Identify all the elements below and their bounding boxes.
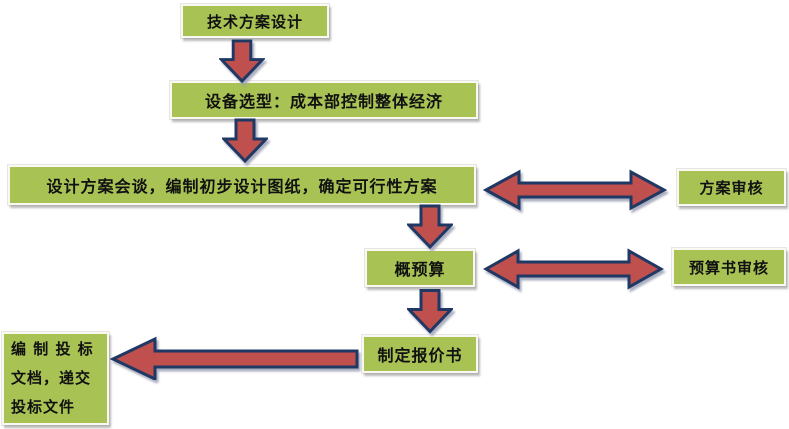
down-arrow-equipment-to-design-icon — [222, 118, 268, 164]
node-equipment-selection: 设备选型：成本部控制整体经济 — [170, 81, 478, 119]
node-quotation: 制定报价书 — [362, 335, 478, 373]
node-budget-review: 预算书审核 — [672, 248, 786, 286]
down-arrow-budget-to-quotation-icon — [407, 288, 453, 335]
node-design-meeting: 设计方案会谈，编制初步设计图纸，确定可行性方案 — [8, 165, 476, 205]
bid-doc-line-3: 投标文件 — [11, 398, 76, 416]
node-plan-review: 方案审核 — [677, 169, 786, 206]
bid-doc-line-2: 文档，递交 — [11, 369, 92, 387]
node-bid-documents: 编 制 投 标 文档，递交 投标文件 — [2, 332, 109, 425]
left-arrow-quotation-to-bid-icon — [110, 336, 360, 380]
node-budget-estimate: 概预算 — [365, 249, 475, 287]
double-arrow-budget-review-icon — [483, 247, 664, 291]
down-arrow-tech-to-equipment-icon — [219, 39, 265, 84]
down-arrow-design-to-budget-icon — [407, 204, 453, 250]
node-tech-design: 技术方案设计 — [181, 4, 329, 38]
bid-doc-line-1: 编 制 投 标 — [11, 340, 94, 358]
double-arrow-design-plan-review-icon — [483, 168, 667, 212]
